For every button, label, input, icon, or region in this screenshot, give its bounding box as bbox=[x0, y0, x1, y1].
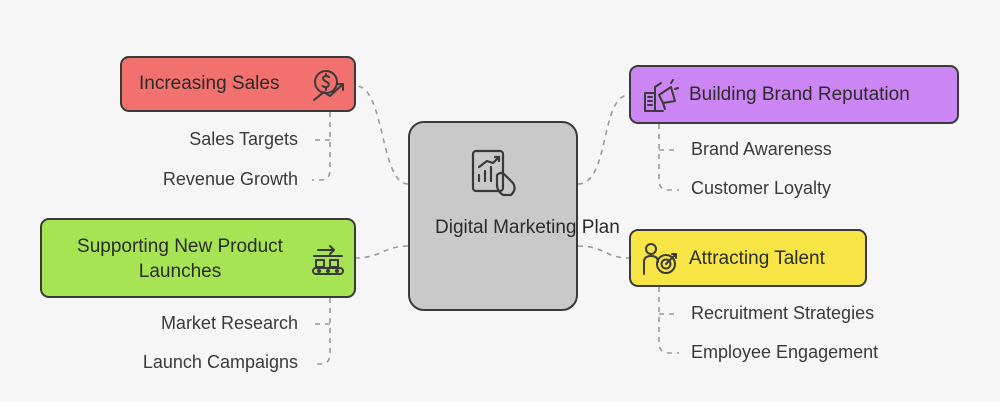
brand-item-2: Customer Loyalty bbox=[691, 178, 832, 198]
sales-item-1: Sales Targets bbox=[189, 129, 298, 149]
branch-brand-title: Building Brand Reputation bbox=[689, 84, 910, 105]
branch-product: Supporting New Product Launches bbox=[40, 218, 356, 298]
product-item-1: Market Research bbox=[160, 313, 298, 333]
connector-sales-sub bbox=[312, 112, 331, 181]
person-target-icon bbox=[643, 243, 677, 275]
branch-talent: Attracting Talent bbox=[629, 229, 867, 287]
brand-item-1: Brand Awareness bbox=[691, 139, 832, 159]
conveyor-boxes-icon bbox=[312, 245, 344, 275]
connector-talent-sub bbox=[658, 287, 679, 354]
center-title: Digital Marketing Plan bbox=[435, 217, 620, 238]
connector-brand bbox=[577, 94, 630, 185]
connector-sales bbox=[355, 85, 409, 185]
connector-product-sub bbox=[312, 298, 331, 365]
branch-brand: Building Brand Reputation bbox=[629, 65, 959, 124]
tablet-chart-icon bbox=[471, 149, 516, 197]
talent-item-2: Employee Engagement bbox=[691, 342, 879, 362]
connector-talent bbox=[577, 245, 630, 259]
branch-talent-title: Attracting Talent bbox=[689, 248, 825, 269]
connector-product bbox=[355, 245, 409, 259]
talent-item-1: Recruitment Strategies bbox=[691, 303, 875, 323]
megaphone-building-icon bbox=[644, 79, 679, 112]
dollar-growth-icon bbox=[313, 70, 344, 101]
center-node: Digital Marketing Plan bbox=[408, 121, 620, 311]
branch-sales-title: Increasing Sales bbox=[139, 73, 280, 94]
connector-brand-sub bbox=[658, 124, 679, 191]
branch-sales: Increasing Sales bbox=[120, 56, 356, 112]
branch-product-title: Supporting New Product Launches bbox=[77, 236, 283, 282]
product-item-2: Launch Campaigns bbox=[142, 352, 298, 372]
sales-item-2: Revenue Growth bbox=[162, 169, 298, 189]
